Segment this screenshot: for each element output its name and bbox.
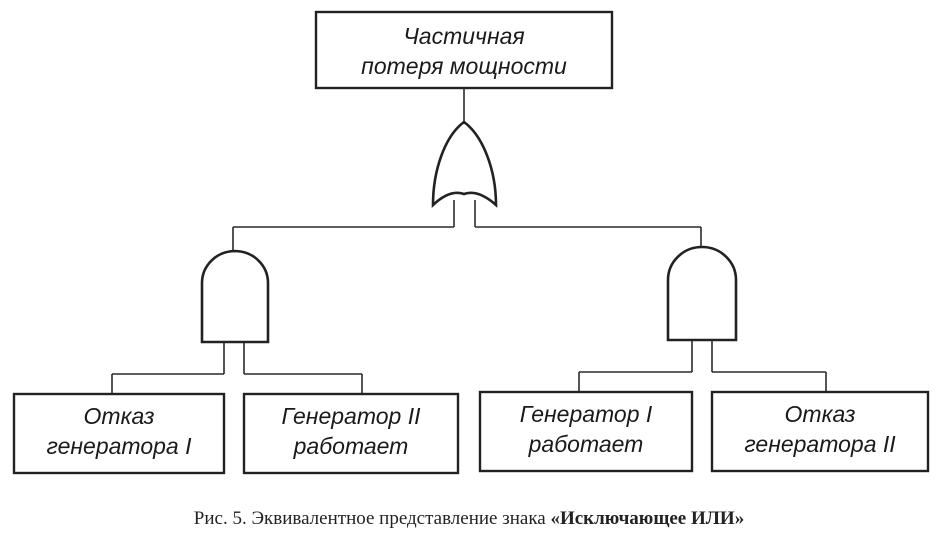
basic-event-4-line1: Отказ [785, 401, 856, 427]
basic-event-2-line1: Генератор II [282, 403, 422, 429]
and-gate-icon-right [666, 245, 738, 342]
basic-event-1-box [12, 392, 226, 475]
basic-event-2-box [242, 392, 460, 475]
and-gate-icon-left [200, 249, 270, 344]
basic-event-3: Генератор I работает [478, 390, 694, 473]
basic-event-3-box [478, 390, 694, 473]
basic-event-4: Отказ генератора II [710, 390, 930, 473]
top-event-line2: потеря мощности [361, 53, 567, 79]
top-event-line1: Частичная [403, 23, 524, 49]
basic-event-1: Отказ генератора I [12, 392, 226, 475]
top-event-box [314, 10, 614, 90]
basic-event-4-line2: генератора II [744, 431, 896, 457]
caption-prefix: Рис. 5. Эквивалентное представление знак… [193, 508, 551, 529]
basic-event-3-line1: Генератор I [520, 401, 653, 427]
basic-event-2-line2: работает [293, 433, 409, 459]
top-event: Частичная потеря мощности [314, 10, 614, 90]
basic-event-1-line2: генератора I [47, 433, 193, 459]
basic-event-4-box [710, 390, 930, 473]
basic-event-1-line1: Отказ [84, 403, 155, 429]
caption-emphasis: «Исключающее ИЛИ» [550, 508, 745, 529]
basic-event-3-line2: работает [528, 431, 644, 457]
or-gate-icon [431, 120, 498, 209]
figure-caption: Рис. 5. Эквивалентное представление знак… [0, 508, 938, 530]
basic-event-2: Генератор II работает [242, 392, 460, 475]
